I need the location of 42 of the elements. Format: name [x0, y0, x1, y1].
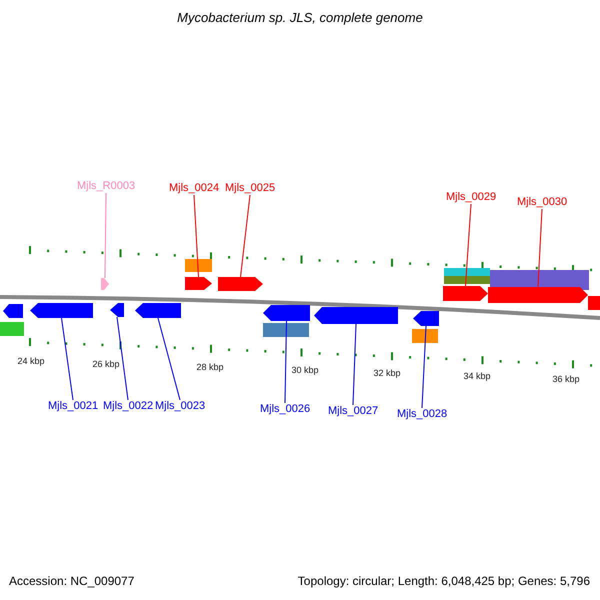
gene-label: Mjls_0025 [225, 182, 276, 195]
gene-label: Mjls_R0003 [77, 180, 136, 193]
gene-label: Mjls_0021 [48, 400, 98, 413]
accession-text: Accession: NC_009077 [9, 574, 134, 588]
scale-label: 28 kbp [196, 362, 224, 373]
leader-line [352, 324, 356, 406]
gene-block [110, 303, 124, 317]
leader-line [194, 194, 199, 278]
gene-label: Mjls_0024 [169, 182, 220, 195]
leader-line [104, 192, 106, 278]
gene-label: Mjls_0022 [103, 400, 154, 413]
scale-label: 32 kbp [374, 368, 401, 379]
gene-block [101, 278, 109, 290]
gene-block [135, 303, 181, 318]
gene-label: Mjls_0028 [397, 408, 448, 421]
gene-block [218, 277, 263, 291]
leader-line [538, 208, 542, 288]
gene-label: Mjls_0029 [446, 191, 496, 204]
scale-label: 24 kbp [18, 356, 45, 367]
leader-line [116, 316, 128, 400]
scale-label: 36 kbp [552, 374, 580, 385]
gene-label: Mjls_0026 [260, 403, 310, 416]
scale-label: 26 kbp [92, 359, 120, 370]
genome-info-text: Topology: circular; Length: 6,048,425 bp; Genes: 5,796 [298, 574, 590, 588]
gene-block [185, 277, 212, 290]
leader-line [240, 194, 250, 278]
leader-line [284, 320, 287, 404]
gene-block [30, 303, 93, 318]
gene-label: Mjls_0027 [328, 405, 378, 418]
leader-line [158, 318, 180, 400]
gene-block [263, 305, 310, 321]
leader-line [61, 318, 74, 400]
gene-block [413, 311, 439, 326]
gene-label: Mjls_0030 [517, 196, 568, 209]
leader-line [465, 204, 472, 286]
gene-block [314, 307, 398, 324]
scale-label: 30 kbp [292, 365, 319, 376]
gene-block [443, 286, 488, 301]
gene-label: Mjls_0023 [155, 400, 206, 413]
title: Mycobacterium sp. JLS, complete genome [176, 10, 424, 25]
leader-line [422, 326, 426, 408]
scale-label: 34 kbp [464, 371, 491, 382]
